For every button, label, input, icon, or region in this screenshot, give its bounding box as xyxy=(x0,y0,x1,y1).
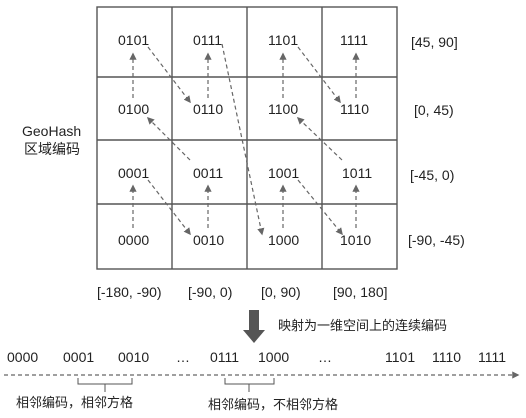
cell-code: 0101 xyxy=(118,32,149,48)
cell-code: 0001 xyxy=(118,165,149,181)
sequence-ellipsis: … xyxy=(176,349,190,365)
sequence-item: 1101 xyxy=(385,349,415,365)
latitude-labels: [45, 90] [0, 45) [-45, 0) [-90, -45) xyxy=(408,34,465,248)
cell-code: 0100 xyxy=(118,101,149,117)
traversal-arrow xyxy=(147,46,191,104)
sequence-item: 1110 xyxy=(432,349,461,365)
cell-code: 1110 xyxy=(340,101,369,117)
cell-code: 1101 xyxy=(268,32,298,48)
one-dimensional-sequence: 0000 0001 0010 … 0111 1000 … 1101 1110 1… xyxy=(4,349,520,379)
mapping-label: 映射为一维空间上的连续编码 xyxy=(278,318,447,333)
mapping-arrow xyxy=(243,310,265,343)
lat-range-label: [-90, -45) xyxy=(408,232,465,248)
bracket-adjacent-code-only xyxy=(224,378,275,385)
traversal-arrow xyxy=(146,116,191,161)
bracket-adjacent-both xyxy=(77,378,133,385)
side-label: GeoHash 区域编码 xyxy=(22,123,81,157)
lat-range-label: [45, 90] xyxy=(411,34,458,50)
grid-cell-codes: 0101 0111 1101 1111 0100 0110 1100 1110 … xyxy=(118,32,372,248)
side-label-line2: 区域编码 xyxy=(24,141,80,157)
sequence-item: 1000 xyxy=(258,349,289,365)
sequence-item: 0111 xyxy=(210,349,239,365)
sequence-item: 0000 xyxy=(7,349,38,365)
cell-code: 1000 xyxy=(268,232,299,248)
traversal-arrow xyxy=(297,179,343,236)
sequence-item: 0001 xyxy=(63,349,94,365)
cell-code: 0110 xyxy=(193,101,223,117)
cell-code: 0000 xyxy=(118,232,149,248)
lon-range-label: [90, 180] xyxy=(333,284,388,300)
lat-range-label: [0, 45) xyxy=(414,102,454,118)
longitude-labels: [-180, -90) [-90, 0) [0, 90) [90, 180] xyxy=(97,284,388,300)
z-order-arrows xyxy=(129,43,360,236)
sequence-ellipsis: … xyxy=(318,349,332,365)
sequence-item: 1111 xyxy=(478,349,506,365)
traversal-arrow xyxy=(221,43,265,236)
cell-code: 0111 xyxy=(193,32,222,48)
adjacency-annotations: 相邻编码，相邻方格 相邻编码，不相邻方格 xyxy=(16,378,338,412)
traversal-arrow xyxy=(147,179,191,236)
lat-range-label: [-45, 0) xyxy=(410,167,454,183)
geohash-grid xyxy=(96,6,398,270)
cell-code: 1001 xyxy=(268,165,299,181)
traversal-arrow xyxy=(296,117,343,161)
cell-code: 1111 xyxy=(340,32,368,48)
traversal-arrow xyxy=(297,46,341,104)
cell-code: 1011 xyxy=(342,165,372,181)
side-label-line1: GeoHash xyxy=(22,123,81,139)
cell-code: 1100 xyxy=(268,101,298,117)
annotation-adjacent-code-only: 相邻编码，不相邻方格 xyxy=(208,397,338,412)
lon-range-label: [-90, 0) xyxy=(188,284,232,300)
cell-code: 1010 xyxy=(340,232,371,248)
mapping-arrow-head xyxy=(243,330,265,343)
lon-range-label: [0, 90) xyxy=(261,284,301,300)
sequence-item: 0010 xyxy=(118,349,149,365)
cell-code: 0010 xyxy=(193,232,224,248)
cell-code: 0011 xyxy=(193,165,223,181)
annotation-adjacent-both: 相邻编码，相邻方格 xyxy=(16,395,133,410)
mapping-arrow-shaft xyxy=(249,310,259,332)
lon-range-label: [-180, -90) xyxy=(97,284,162,300)
